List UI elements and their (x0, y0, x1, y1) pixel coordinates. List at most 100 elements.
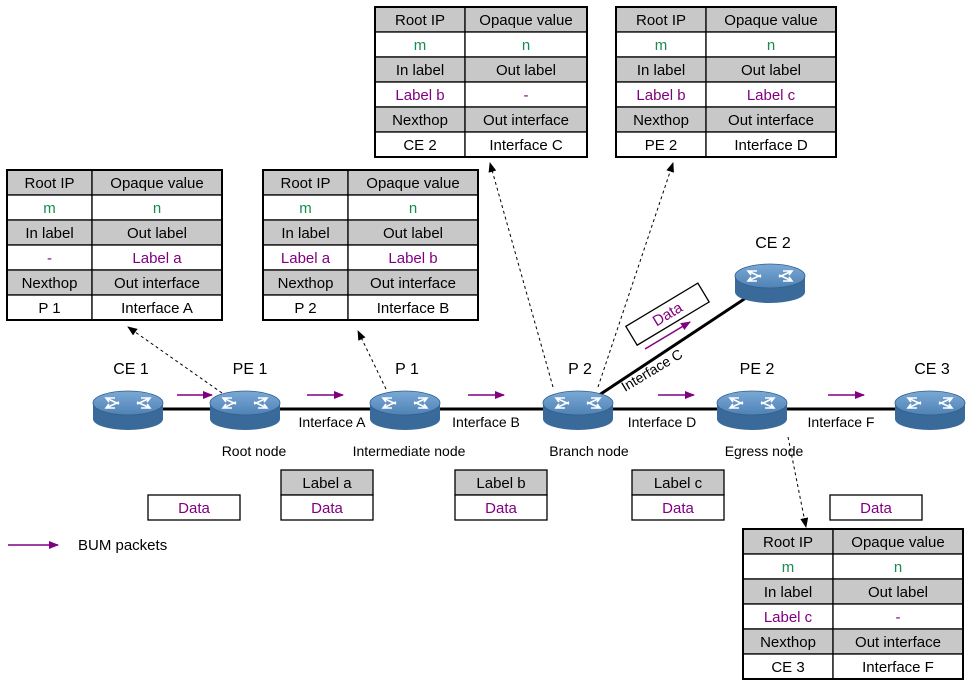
table-cell: Nexthop (278, 275, 334, 292)
table-cell: Label c (747, 87, 796, 104)
legend-label: BUM packets (78, 537, 167, 554)
table-cell: n (522, 37, 530, 54)
table-cell: n (153, 200, 161, 217)
links (128, 280, 930, 411)
table-cell: n (767, 37, 775, 54)
router-icon (92, 390, 164, 430)
table-cell: CE 2 (403, 137, 436, 154)
table-cell: Nexthop (22, 275, 78, 292)
packet-data: Data (311, 500, 343, 517)
legend: BUM packets (8, 537, 167, 554)
table-cell: Label b (388, 250, 437, 267)
table-cell: Interface B (377, 300, 450, 317)
device-name-ce1: CE 1 (113, 361, 149, 378)
role-p1: Intermediate node (353, 443, 466, 459)
packet: Label a Data (280, 469, 374, 521)
interface-c-label: Interface C (618, 346, 685, 395)
packet-data: Data (662, 500, 694, 517)
device-name-pe2: PE 2 (740, 361, 775, 378)
table-cell: - (524, 87, 529, 104)
packet-label: Label b (476, 475, 525, 492)
table-cell: m (414, 37, 427, 54)
table-cell: n (409, 200, 417, 217)
table-cell: Out interface (728, 112, 814, 129)
table-cell: m (43, 200, 56, 217)
table-cell: n (894, 559, 902, 576)
table-cell: Out label (127, 225, 187, 242)
table-cell: In label (637, 62, 685, 79)
label-table-pe1: Root IP Opaque value m n In label Out label - L… (6, 169, 223, 321)
router-icon (209, 390, 281, 430)
interface-f-label: Interface F (808, 414, 875, 430)
bum-arrow (644, 321, 691, 350)
table-cell: Label b (636, 87, 685, 104)
table-cell: Out label (383, 225, 443, 242)
table-cell: PE 2 (645, 137, 678, 154)
table-cell: Root IP (24, 175, 74, 192)
interface-b-label: Interface B (452, 414, 520, 430)
table-cell: - (896, 609, 901, 626)
role-pe1: Root node (222, 443, 287, 459)
routers (92, 263, 966, 430)
pointer-p2-ce (488, 162, 554, 388)
router-icon (734, 263, 806, 303)
table-cell: Out label (741, 62, 801, 79)
pointer-pe1 (127, 326, 223, 394)
pointer-p1 (357, 330, 387, 390)
packet: Data (829, 494, 923, 521)
table-cell: Out interface (370, 275, 456, 292)
table-cell: Root IP (280, 175, 330, 192)
device-name-ce2: CE 2 (755, 235, 791, 252)
packet: Data (147, 494, 241, 521)
device-roles: Root node Intermediate node Branch node … (222, 443, 804, 459)
table-cell: Label a (281, 250, 331, 267)
table-cell: - (47, 250, 52, 267)
router-icon (369, 390, 441, 430)
router-icon (542, 390, 614, 430)
table-cell: Opaque value (110, 175, 203, 192)
table-cell: Root IP (395, 12, 445, 29)
device-name-ce3: CE 3 (914, 361, 950, 378)
table-pointers (127, 162, 809, 528)
role-pe2: Egress node (725, 443, 804, 459)
table-cell: Opaque value (366, 175, 459, 192)
table-cell: Label b (395, 87, 444, 104)
bum-arrows (177, 321, 865, 399)
table-cell: Out label (496, 62, 556, 79)
packet: Label c Data (631, 469, 725, 521)
table-cell: Out interface (855, 634, 941, 651)
table-cell: m (655, 37, 668, 54)
table-cell: Out interface (483, 112, 569, 129)
table-cell: Interface D (734, 137, 808, 154)
packet-data: Data (860, 500, 892, 517)
packet-label: Label a (302, 475, 352, 492)
interface-a-label: Interface A (299, 414, 367, 430)
table-cell: Opaque value (479, 12, 572, 29)
device-labels: CE 1 PE 1 P 1 P 2 PE 2 CE 3 CE 2 (113, 235, 950, 378)
table-cell: In label (764, 584, 812, 601)
table-cell: In label (25, 225, 73, 242)
table-cell: m (299, 200, 312, 217)
link-p2-ce2 (577, 280, 771, 411)
packet-label: Label c (654, 475, 703, 492)
table-cell: CE 3 (771, 659, 804, 676)
table-cell: Interface F (862, 659, 934, 676)
table-cell: Label a (132, 250, 182, 267)
device-name-p1: P 1 (395, 361, 419, 378)
interface-d-label: Interface D (628, 414, 696, 430)
table-cell: Opaque value (851, 534, 944, 551)
device-name-pe1: PE 1 (233, 361, 268, 378)
device-name-p2: P 2 (568, 361, 592, 378)
router-icon (894, 390, 966, 430)
table-cell: Interface C (489, 137, 563, 154)
router-icon (716, 390, 788, 430)
table-cell: Interface A (121, 300, 193, 317)
table-cell: Nexthop (633, 112, 689, 129)
table-cell: Root IP (636, 12, 686, 29)
